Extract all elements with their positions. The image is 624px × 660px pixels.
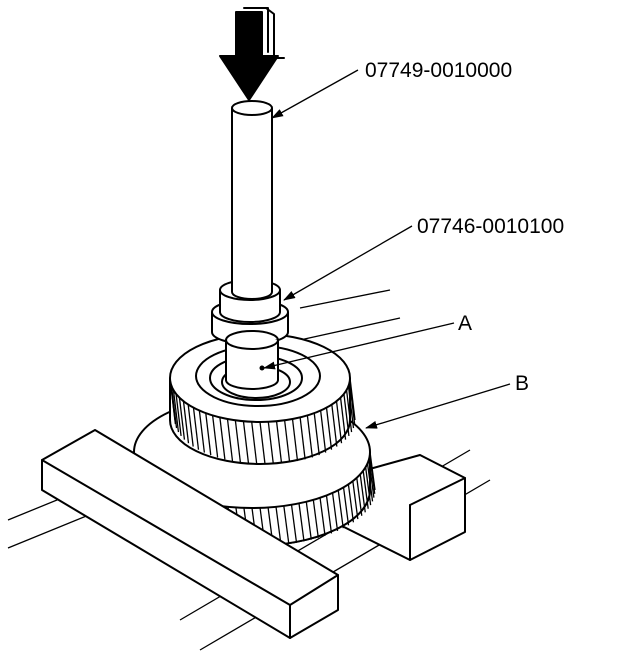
label-part-a: A (458, 312, 472, 335)
driver-07749-shaft (231, 100, 273, 300)
gear-upper-teeth (169, 377, 356, 465)
leader-lines (263, 69, 511, 429)
down-arrow-icon (219, 7, 285, 101)
support-block-left (41, 429, 339, 639)
shaft-a (259, 365, 265, 371)
label-tool-07749: 07749-0010000 (365, 59, 512, 82)
label-part-b: B (515, 372, 529, 395)
label-tool-07746: 07746-0010100 (417, 215, 564, 238)
